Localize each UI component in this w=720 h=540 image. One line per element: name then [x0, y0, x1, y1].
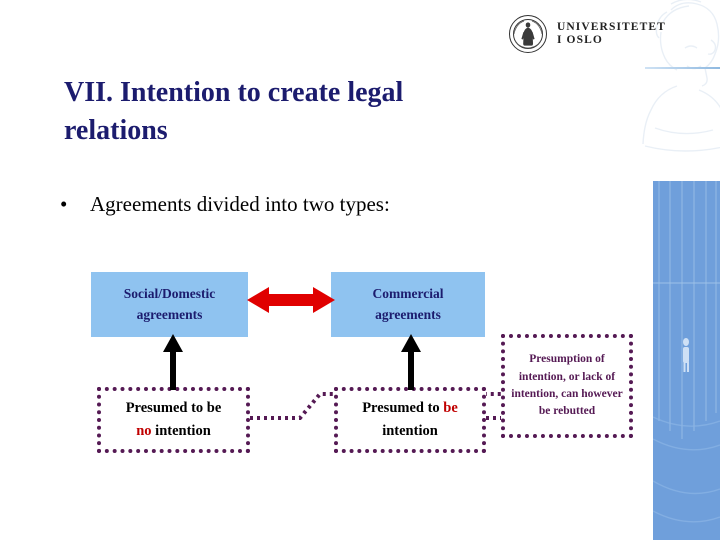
rebuttal-text: Presumption of intention, or lack of int… [511, 353, 623, 418]
page-title: VII. Intention to create legal relations [64, 77, 404, 147]
classical-columns-icon [653, 181, 720, 523]
box-presumed-intention: Presumed to be intention [334, 387, 486, 453]
bullet-list: • Agreements divided into two types: [60, 192, 520, 217]
bullet-text: Agreements divided into two types: [90, 192, 390, 216]
up-arrow-icon [163, 334, 183, 390]
decorative-side-panel [653, 181, 720, 540]
box-social-line1: Social/Domestic [123, 286, 216, 302]
uio-seal-icon [509, 15, 547, 53]
presumed-no-line2: no intention [126, 420, 222, 443]
box-presumed-no-intention: Presumed to be no intention [97, 387, 250, 453]
box-social-domestic-agreements: Social/Domestic agreements [91, 272, 248, 337]
presumed-no-accent-word: no [136, 423, 152, 439]
bullet-marker-icon: • [60, 192, 68, 216]
up-arrow-icon [401, 334, 421, 390]
double-headed-arrow-icon [247, 287, 335, 313]
presumed-yes-accent-word: be [443, 399, 458, 416]
presumed-yes-line1-rest: Presumed to [362, 399, 444, 416]
classical-head-watermark-icon [642, 0, 720, 152]
box-commercial-line1: Commercial [372, 286, 444, 302]
header-rule [645, 67, 720, 69]
logo-text-line1: UNIVERSITETET [557, 21, 666, 34]
logo-text-line2: I OSLO [557, 34, 603, 46]
presumed-yes-line2: intention [382, 423, 438, 439]
presumed-no-line1: Presumed to be [125, 399, 222, 416]
box-commercial-agreements: Commercial agreements [331, 272, 485, 337]
uio-logo: UNIVERSITETET I OSLO [508, 12, 665, 56]
box-rebuttal-note: Presumption of intention, or lack of int… [501, 334, 633, 438]
list-item: • Agreements divided into two types: [60, 192, 520, 217]
box-social-line2: agreements [136, 306, 203, 322]
box-commercial-line2: agreements [375, 306, 441, 322]
presumed-yes-line1: Presumed to be [362, 397, 458, 420]
presumed-no-line2-rest: intention [151, 423, 211, 439]
